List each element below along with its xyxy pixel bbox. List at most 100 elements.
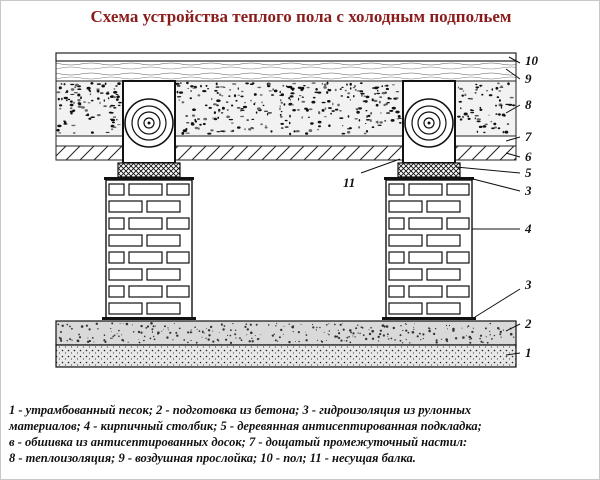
concrete-speck (326, 339, 327, 341)
insulation-speck (176, 90, 179, 94)
insulation-speck (110, 128, 114, 131)
insulation-speck (72, 132, 76, 134)
concrete-speck (467, 326, 469, 328)
insulation-speck (375, 121, 379, 123)
insulation-speck (395, 110, 400, 114)
concrete-speck (58, 336, 61, 339)
insulation-speck (253, 93, 257, 96)
concrete-speck (71, 339, 73, 341)
insulation-speck (90, 99, 94, 102)
insulation-speck (63, 121, 67, 124)
insulation-speck (255, 111, 258, 114)
brick (166, 183, 190, 196)
insulation-speck (349, 82, 352, 86)
concrete-speck (140, 324, 143, 328)
concrete-speck (392, 326, 395, 330)
insulation-speck (113, 96, 116, 99)
insulation-speckles (56, 81, 516, 136)
insulation-speck (99, 92, 104, 94)
insulation-speck (103, 99, 106, 102)
insulation-speck (230, 104, 234, 107)
brick (166, 217, 190, 230)
concrete-speck (288, 323, 290, 325)
insulation-speck (222, 86, 226, 88)
insulation-speck (280, 122, 285, 125)
insulation-speck (391, 84, 395, 86)
insulation-speck (300, 88, 303, 92)
insulation-speck (70, 88, 75, 91)
concrete-speck (371, 329, 375, 333)
insulation-speck (69, 107, 73, 110)
insulation-speck (65, 90, 69, 93)
insulation-speck (291, 104, 295, 106)
insulation-speck (83, 101, 86, 103)
concrete-speck (103, 334, 106, 337)
brick (128, 285, 163, 298)
concrete-speck (390, 337, 393, 340)
insulation-speck (371, 98, 374, 102)
insulation-speck (118, 101, 122, 104)
concrete-speck (479, 334, 483, 337)
insulation-speck (327, 107, 332, 109)
insulation-speck (341, 132, 346, 135)
concrete-speck (222, 328, 225, 331)
insulation-speck (266, 112, 269, 116)
insulation-speck (467, 115, 469, 118)
concrete-speck (352, 332, 355, 335)
insulation-speck (228, 118, 234, 121)
insulation-speck (251, 82, 255, 85)
concrete-speck (377, 335, 380, 339)
insulation-speck (296, 109, 300, 111)
brick (108, 268, 143, 281)
insulation-speck (69, 103, 74, 107)
insulation-speck (59, 104, 63, 107)
insulation-speck (284, 126, 289, 128)
concrete-speck (85, 324, 88, 327)
brick (128, 217, 163, 230)
insulation-speck (457, 86, 460, 89)
concrete-texture (57, 322, 515, 344)
insulation-speck (199, 123, 202, 126)
concrete-speck (251, 340, 254, 343)
insulation-speck (289, 85, 293, 89)
insulation-speck (215, 86, 220, 88)
insulation-speck (216, 92, 219, 94)
concrete-speck (328, 334, 330, 336)
insulation-speck (210, 129, 214, 132)
insulation-speck (215, 82, 218, 86)
insulation-speck (483, 131, 486, 134)
concrete-speck (409, 342, 411, 344)
insulation-speck (381, 85, 384, 88)
insulation-speck (280, 101, 283, 104)
insulation-speck (500, 85, 503, 88)
insulation-speck (363, 132, 367, 135)
concrete-speck (469, 339, 470, 341)
insulation-speck (90, 116, 95, 118)
insulation-speck (491, 88, 494, 91)
concrete-speck (166, 336, 169, 339)
insulation-speck (289, 132, 292, 136)
insulation-speck (334, 108, 339, 111)
concrete-speck (88, 339, 91, 343)
concrete-speck (388, 337, 390, 339)
insulation-speck (498, 113, 501, 116)
insulation-speck (267, 83, 271, 86)
concrete-speck (291, 326, 295, 329)
concrete-speck (153, 338, 156, 341)
diagram-title: Схема устройства теплого пола с холодным… (90, 7, 512, 26)
insulation-speck (67, 98, 71, 101)
insulation-speck (301, 116, 304, 119)
insulation-speck (326, 91, 329, 94)
insulation-speck (359, 90, 364, 93)
insulation-speck (346, 83, 348, 86)
concrete-speck (277, 340, 279, 342)
insulation-speck (214, 89, 218, 92)
concrete-speck (381, 324, 385, 327)
insulation-speck (386, 102, 390, 104)
insulation-speck (279, 94, 282, 96)
brick (388, 268, 423, 281)
insulation-speck (342, 125, 344, 127)
concrete-speck (350, 331, 352, 334)
concrete-speck (387, 338, 390, 340)
insulation-speck (379, 96, 383, 98)
